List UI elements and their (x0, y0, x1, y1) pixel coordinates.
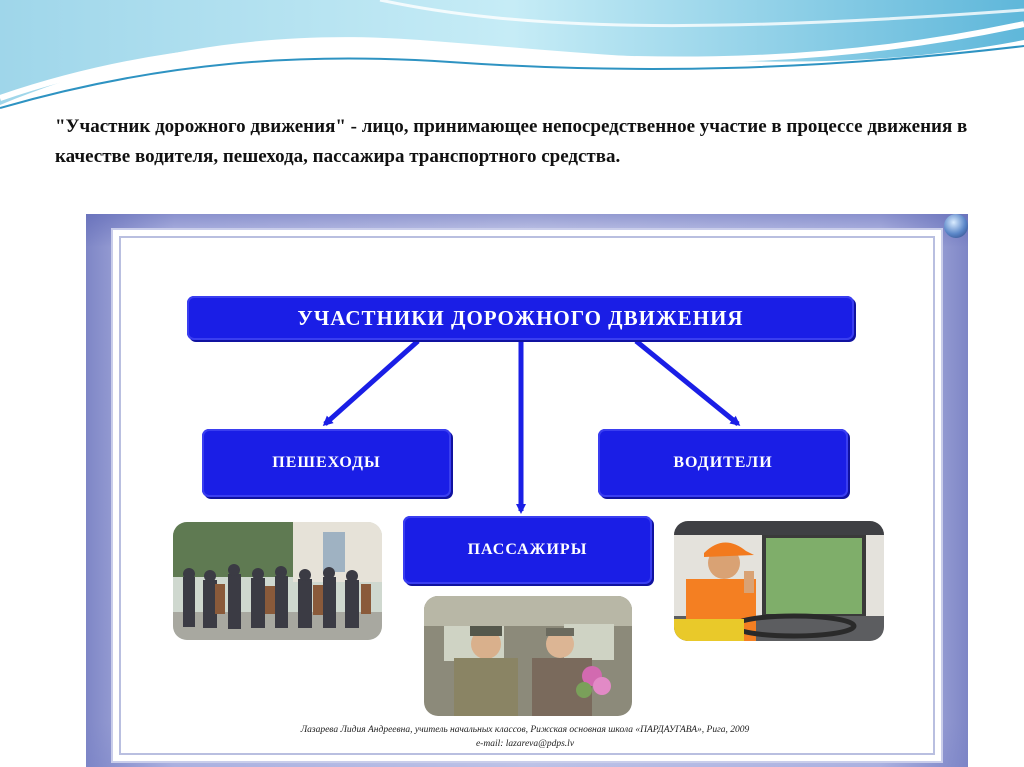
node-pedestrians: ПЕШЕХОДЫ (202, 429, 451, 497)
author-credits: Лазарева Лидия Андреевна, учитель началь… (120, 723, 930, 751)
author-email: e-mail: lazareva@pdps.lv (475, 739, 575, 749)
definition-text: "Участник дорожного движения" - лицо, пр… (55, 116, 968, 167)
node-passengers: ПАССАЖИРЫ (403, 516, 652, 584)
node-drivers: ВОДИТЕЛИ (598, 429, 848, 497)
diagram-title-box: УЧАСТНИКИ ДОРОЖНОГО ДВИЖЕНИЯ (187, 296, 854, 340)
author-line: Лазарева Лидия Андреевна, учитель началь… (300, 725, 750, 735)
globe-icon (944, 214, 968, 238)
driver-photo (674, 521, 884, 641)
passengers-photo (424, 596, 632, 716)
header-wave-decoration (0, 0, 1024, 109)
pedestrians-photo (173, 522, 382, 640)
